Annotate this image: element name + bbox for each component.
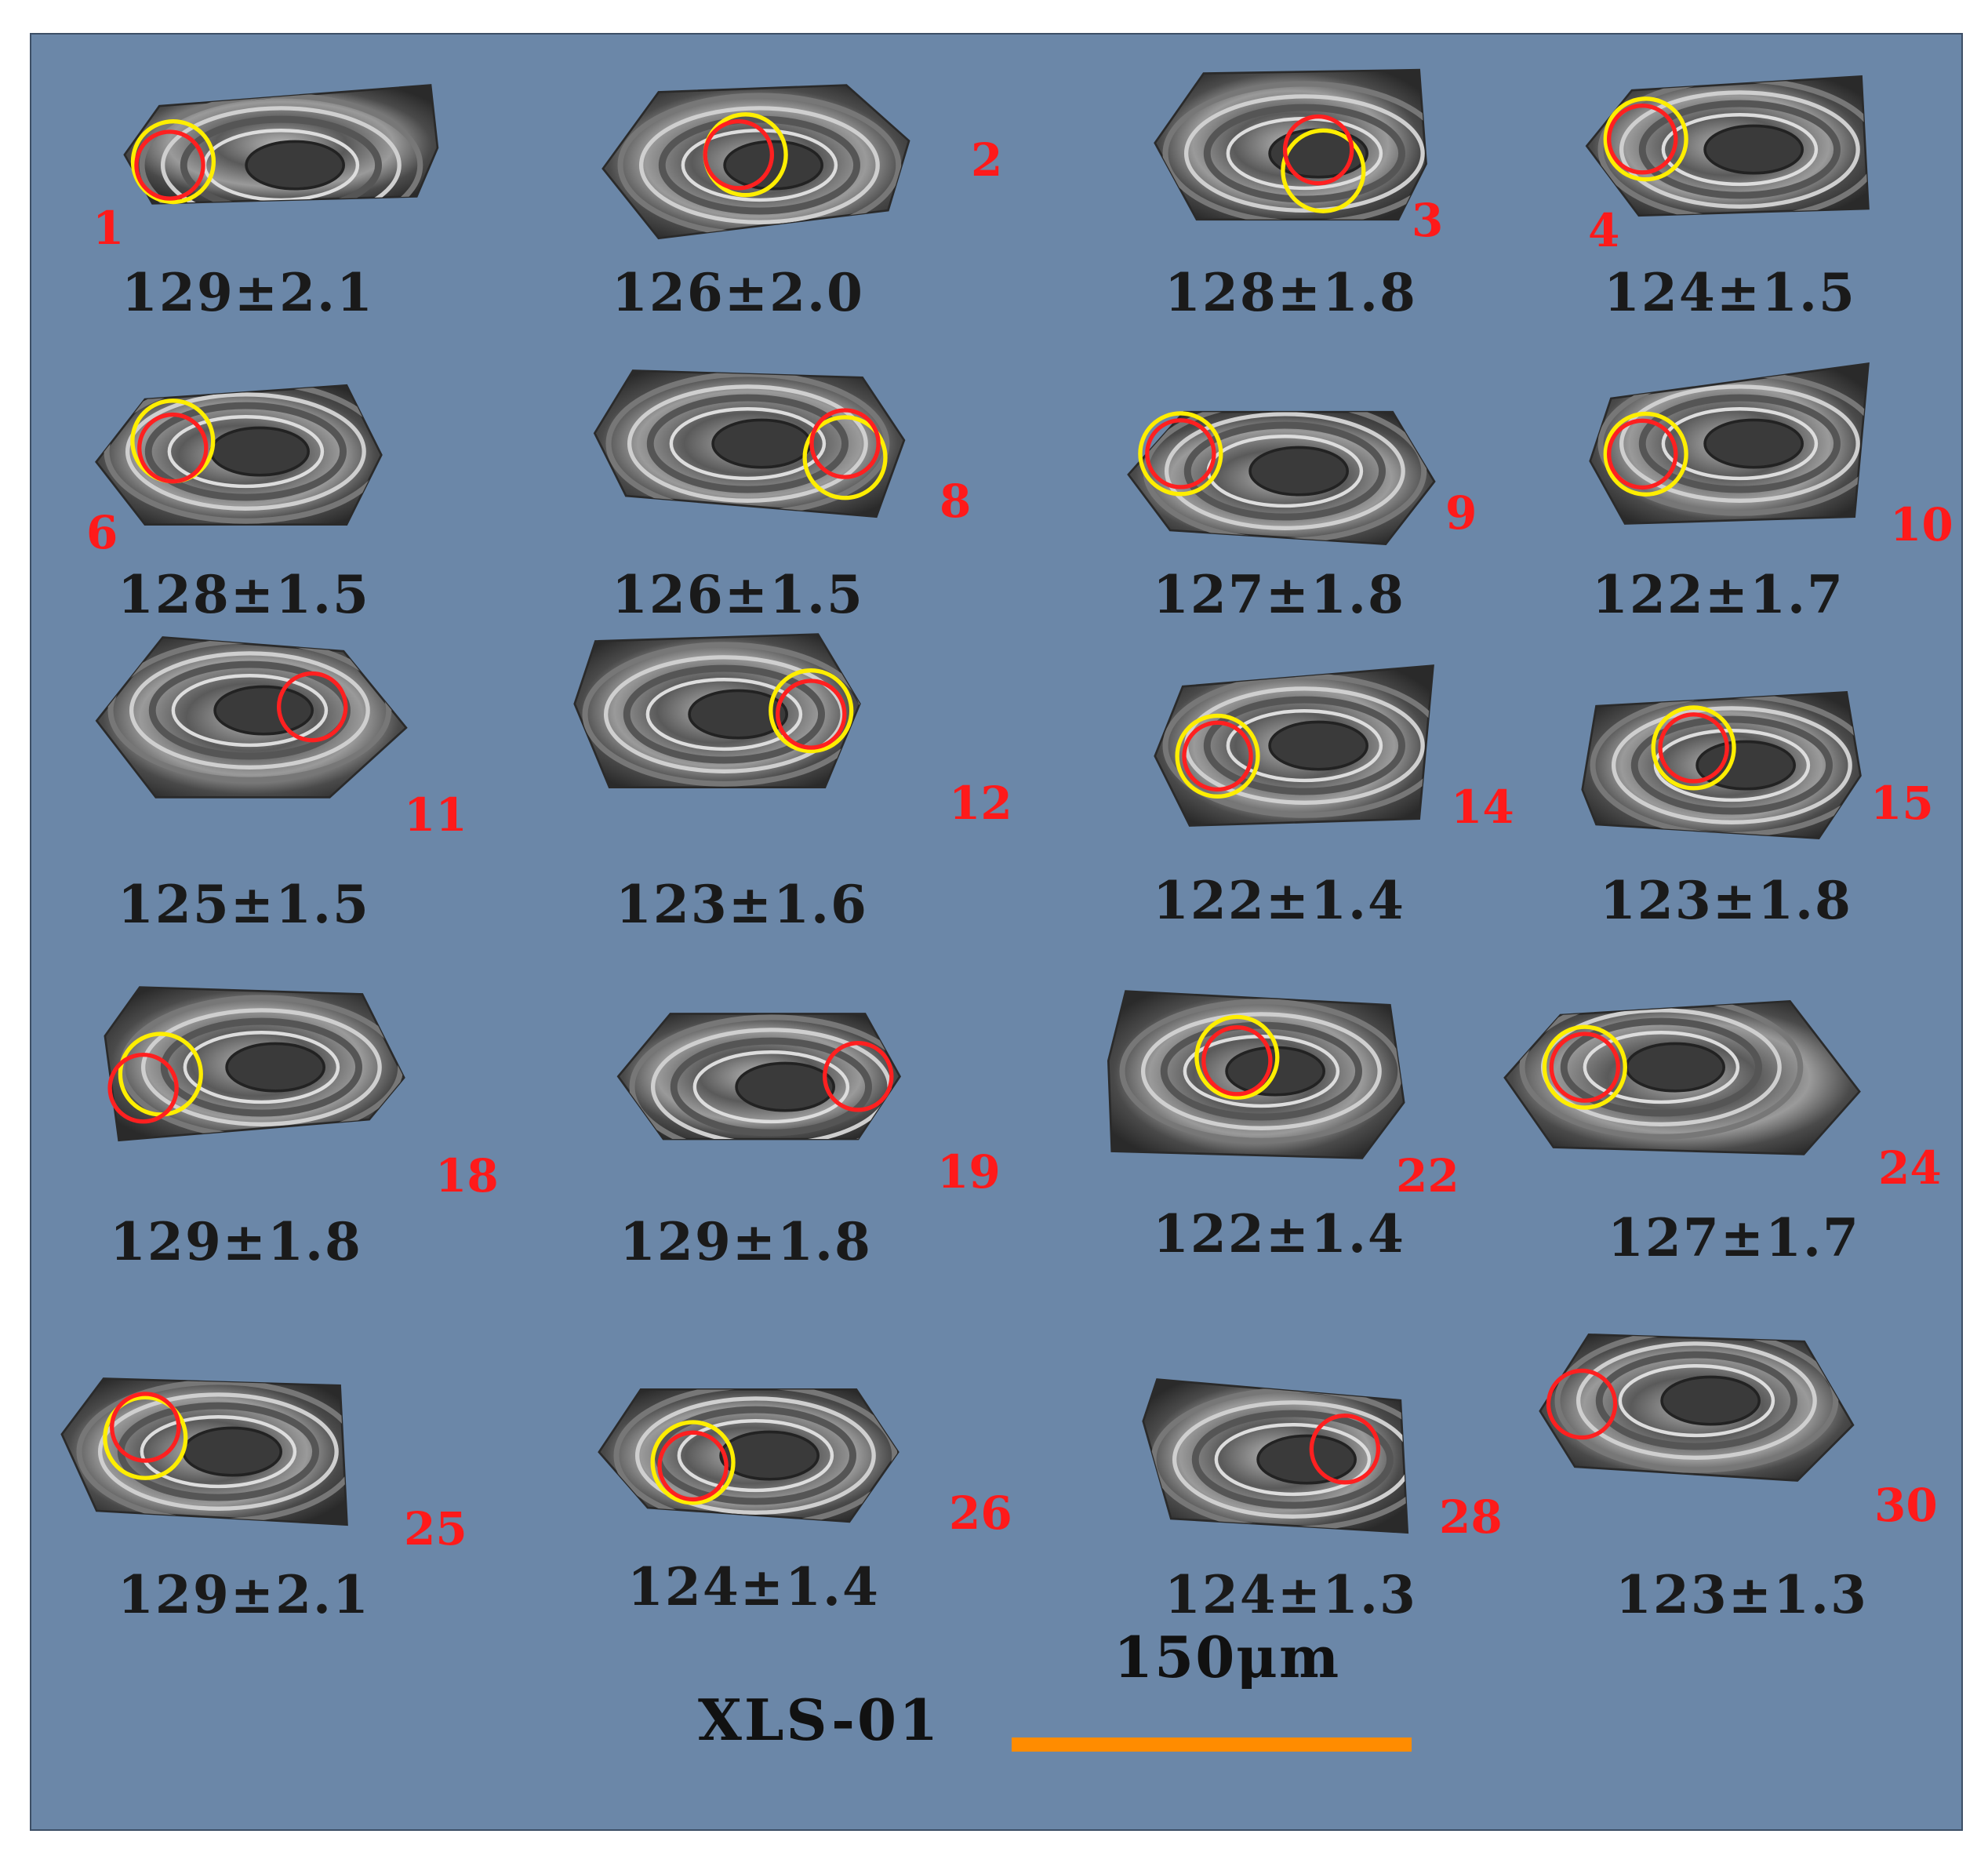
zircon-grain-26 [592,1361,961,1557]
spot-age-label: 127±1.7 [1608,1207,1860,1268]
zircon-grain-15 [1568,671,1937,867]
spot-age-label: 128±1.5 [118,564,370,625]
spot-number: 25 [404,1502,467,1556]
spot-number: 4 [1588,204,1620,257]
spot-number: 10 [1890,498,1953,551]
spot-number: 19 [937,1145,1001,1199]
zircon-grain-9 [1121,377,1490,573]
zircon-grain-14 [1141,651,1510,847]
spot-number: 2 [971,133,1003,187]
spot-age-label: 123±1.6 [616,874,868,935]
spot-age-label: 122±1.7 [1592,564,1844,625]
spot-number: 6 [86,506,118,559]
zircon-grain-24 [1498,973,1866,1169]
zircon-grain-19 [608,992,976,1188]
spot-age-label: 124±1.3 [1165,1564,1417,1625]
spot-age-label: 126±2.0 [612,262,864,323]
spot-number: 28 [1439,1490,1503,1544]
spot-number: 11 [404,788,467,842]
spot-number: 24 [1878,1141,1942,1195]
spot-age-label: 129±1.8 [620,1211,872,1272]
zircon-grain-18 [98,973,467,1169]
figure-panel [30,33,1963,1831]
zircon-grain-1 [118,71,486,267]
spot-age-label: 129±2.1 [118,1564,370,1625]
spot-number: 3 [1412,194,1444,247]
spot-number: 22 [1396,1149,1459,1203]
spot-number: 30 [1874,1479,1938,1532]
spot-age-label: 122±1.4 [1153,870,1405,931]
zircon-grain-28 [1129,1365,1498,1561]
spot-number: 9 [1445,486,1477,540]
zircon-grain-25 [55,1357,423,1553]
spot-age-label: 126±1.5 [612,564,864,625]
spot-age-label: 128±1.8 [1165,262,1417,323]
spot-number: 14 [1451,780,1514,834]
scale-bar [1012,1737,1412,1752]
spot-age-label: 127±1.8 [1153,564,1405,625]
zircon-grain-4 [1576,55,1945,251]
spot-number: 1 [93,202,125,255]
spot-number: 8 [939,475,972,528]
spot-age-label: 124±1.5 [1604,262,1856,323]
zircon-grain-6 [82,357,451,553]
spot-number: 15 [1870,777,1934,830]
zircon-grain-30 [1533,1306,1902,1502]
zircon-grain-11 [86,616,455,812]
spot-age-label: 123±1.8 [1600,870,1852,931]
spot-age-label: 129±1.8 [110,1211,362,1272]
spot-number: 18 [435,1149,499,1203]
zircon-grain-12 [561,620,929,816]
spot-age-label: 122±1.4 [1153,1203,1405,1264]
spot-age-label: 124±1.4 [627,1556,880,1617]
spot-number: 12 [949,777,1012,830]
spot-age-label: 125±1.5 [118,874,370,935]
spot-age-label: 123±1.3 [1615,1564,1868,1625]
zircon-grain-2 [596,71,965,267]
zircon-grain-22 [1098,977,1466,1173]
zircon-grain-10 [1576,349,1945,545]
spot-age-label: 129±2.1 [122,262,374,323]
scale-bar-label: 150μm [1114,1624,1341,1690]
sample-id-label: XLS-01 [698,1687,941,1753]
zircon-grain-8 [584,349,953,545]
zircon-grain-3 [1141,59,1510,255]
spot-number: 26 [949,1486,1012,1540]
